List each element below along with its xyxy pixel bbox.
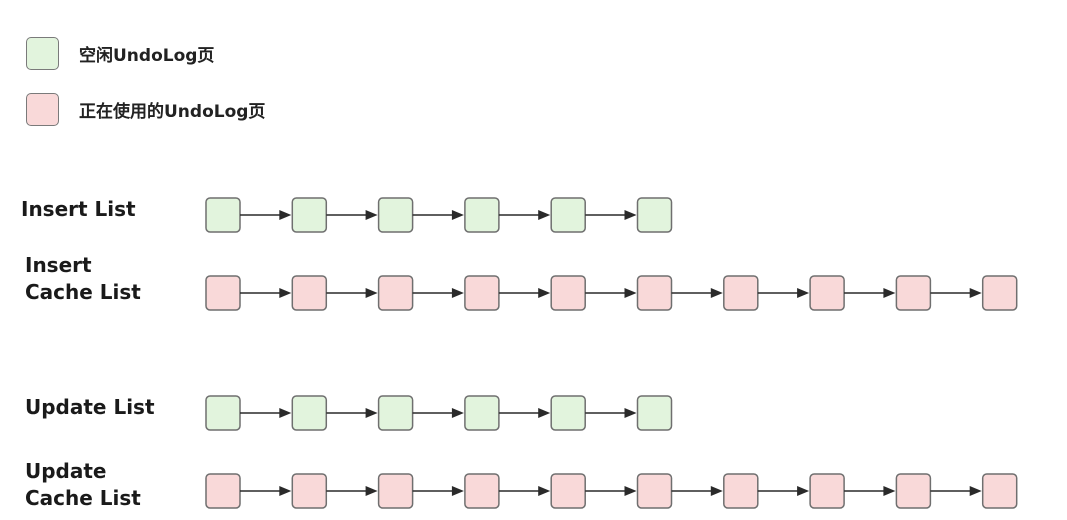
next-pointer-arrow — [326, 288, 378, 298]
used-undolog-page-node — [205, 473, 241, 509]
used-undolog-page-node — [377, 473, 414, 509]
next-pointer-arrow — [930, 288, 982, 298]
free-undolog-page-node — [377, 395, 414, 431]
next-pointer-arrow — [240, 210, 292, 220]
used-undolog-page-node — [636, 275, 673, 311]
next-pointer-arrow — [844, 288, 896, 298]
next-pointer-arrow — [326, 486, 378, 496]
free-undolog-page-node — [377, 197, 414, 233]
legend-used-label: 正在使用的UndoLog页 — [79, 101, 266, 122]
insert-cache-list-chain — [205, 275, 1018, 311]
used-undolog-page-node — [291, 275, 328, 311]
legend-free-swatch — [26, 36, 59, 70]
free-undolog-page-node — [550, 395, 586, 431]
legend-used: 正在使用的UndoLog页 — [26, 91, 265, 127]
next-pointer-arrow — [498, 486, 551, 496]
insert-list-label: Insert List — [21, 197, 136, 221]
used-undolog-page-node — [981, 473, 1018, 509]
free-undolog-page-node — [636, 197, 673, 233]
used-undolog-page-node — [550, 473, 586, 509]
update-list-chain — [205, 395, 673, 431]
used-undolog-page-node — [205, 275, 241, 311]
next-pointer-arrow — [498, 210, 551, 220]
next-pointer-arrow — [671, 486, 723, 496]
insert-cache-list-label: Insert Cache List — [25, 253, 141, 304]
free-undolog-page-node — [636, 395, 673, 431]
next-pointer-arrow — [326, 408, 378, 418]
next-pointer-arrow — [930, 486, 982, 496]
used-undolog-page-node — [809, 275, 845, 311]
free-undolog-page-node — [550, 197, 586, 233]
legend-free: 空闲UndoLog页 — [26, 35, 214, 71]
next-pointer-arrow — [757, 486, 810, 496]
next-pointer-arrow — [240, 288, 292, 298]
next-pointer-arrow — [757, 288, 810, 298]
next-pointer-arrow — [585, 408, 637, 418]
used-undolog-page-node — [981, 275, 1018, 311]
update-list-label: Update List — [25, 395, 155, 419]
next-pointer-arrow — [240, 408, 292, 418]
free-undolog-page-node — [464, 197, 500, 233]
free-undolog-page-node — [464, 395, 500, 431]
free-undolog-page-node — [205, 197, 241, 233]
next-pointer-arrow — [585, 210, 637, 220]
used-undolog-page-node — [723, 473, 759, 509]
next-pointer-arrow — [585, 486, 637, 496]
free-undolog-page-node — [291, 395, 328, 431]
next-pointer-arrow — [412, 408, 464, 418]
next-pointer-arrow — [240, 486, 292, 496]
next-pointer-arrow — [844, 486, 896, 496]
used-undolog-page-node — [464, 275, 500, 311]
used-undolog-page-node — [550, 275, 586, 311]
next-pointer-arrow — [671, 288, 723, 298]
used-undolog-page-node — [636, 473, 673, 509]
used-undolog-page-node — [464, 473, 500, 509]
insert-list-chain — [205, 197, 673, 233]
used-undolog-page-node — [377, 275, 414, 311]
next-pointer-arrow — [412, 210, 464, 220]
used-undolog-page-node — [895, 275, 932, 311]
next-pointer-arrow — [412, 288, 464, 298]
used-undolog-page-node — [809, 473, 845, 509]
update-cache-list-label: Update Cache List — [25, 459, 141, 510]
used-undolog-page-node — [895, 473, 932, 509]
legend-used-swatch — [26, 92, 59, 126]
next-pointer-arrow — [498, 288, 551, 298]
next-pointer-arrow — [412, 486, 464, 496]
next-pointer-arrow — [585, 288, 637, 298]
update-cache-list-chain — [205, 473, 1018, 509]
used-undolog-page-node — [723, 275, 759, 311]
next-pointer-arrow — [498, 408, 551, 418]
legend-free-label: 空闲UndoLog页 — [79, 45, 215, 66]
free-undolog-page-node — [291, 197, 328, 233]
used-undolog-page-node — [291, 473, 328, 509]
next-pointer-arrow — [326, 210, 378, 220]
free-undolog-page-node — [205, 395, 241, 431]
